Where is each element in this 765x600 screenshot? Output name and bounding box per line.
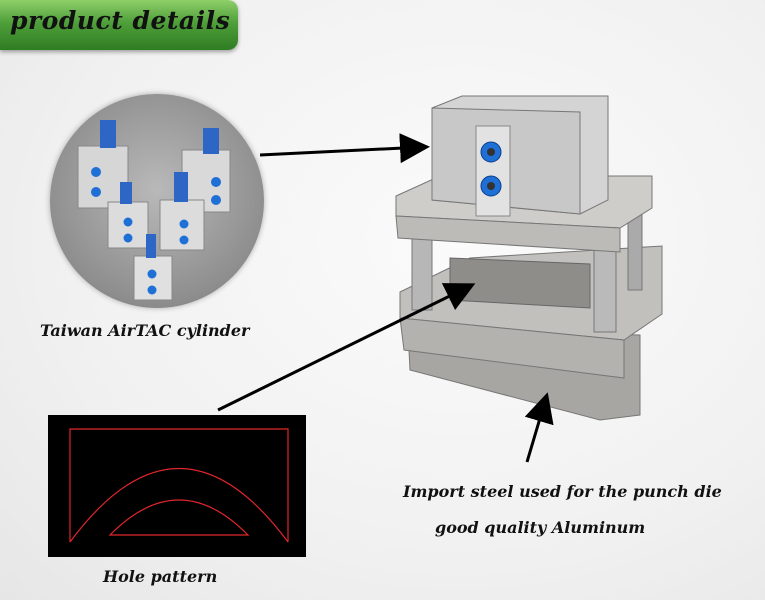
cylinder-unit: [107, 182, 149, 249]
arrow-to-base: [524, 392, 554, 463]
air-fitting: [480, 141, 502, 163]
hole-pattern-drawing: [69, 428, 289, 543]
guide-pillar: [627, 199, 643, 291]
punch-block: [449, 257, 591, 309]
product-details-banner: product details: [0, 0, 238, 50]
cylinder-unit: [77, 120, 129, 209]
cylinder-caption: Taiwan AirTAC cylinder: [40, 321, 250, 340]
lower-steel-plate: [399, 245, 663, 341]
hole-pattern-caption: Hole pattern: [103, 567, 218, 586]
air-fitting: [480, 175, 502, 197]
air-cylinder: [431, 95, 609, 215]
banner-title: product details: [10, 6, 231, 35]
hole-pattern-image: [48, 415, 306, 557]
aluminum-base: [407, 329, 641, 421]
guide-pillar: [593, 223, 617, 333]
aluminum-caption: good quality Aluminum: [435, 518, 646, 537]
steel-caption: Import steel used for the punch die: [403, 482, 722, 501]
cylinder-unit: [133, 234, 173, 301]
cylinder-illustration: [77, 120, 231, 301]
upper-plate: [395, 175, 653, 229]
guide-pillar: [411, 209, 433, 311]
arrow-to-cylinder: [259, 133, 430, 164]
airtac-cylinder-photo: [50, 94, 264, 308]
cylinder-unit: [181, 128, 231, 213]
cylinder-unit: [159, 172, 205, 251]
